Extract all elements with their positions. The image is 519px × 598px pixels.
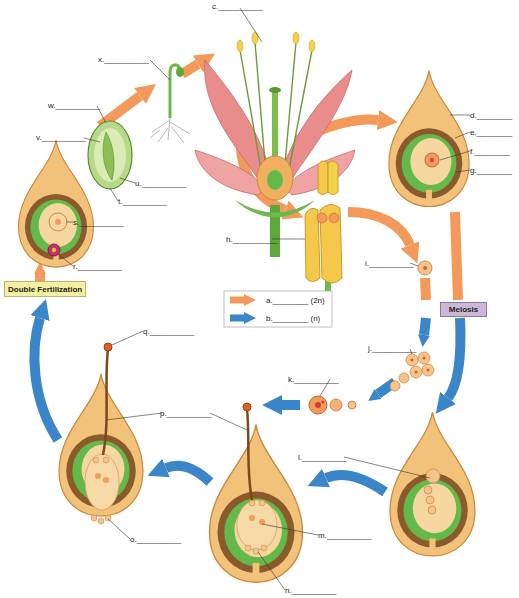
style bbox=[272, 92, 278, 162]
ovule bbox=[389, 71, 469, 207]
petal bbox=[285, 150, 355, 195]
embryo-sac bbox=[237, 500, 277, 554]
callout-letter: m.__________ bbox=[318, 531, 371, 540]
haploid-arrow bbox=[282, 400, 300, 410]
diploid-arrow bbox=[35, 274, 45, 281]
stage-label-box: Meiosis bbox=[440, 302, 487, 317]
callout-letter: h.__________ bbox=[226, 235, 277, 244]
callout-letter: f.________ bbox=[470, 147, 510, 156]
ovule bbox=[59, 374, 143, 516]
pollen-grain bbox=[104, 343, 112, 351]
callout-letter: k.__________ bbox=[288, 375, 339, 384]
ovule bbox=[210, 425, 303, 583]
pollen-tube bbox=[103, 348, 108, 455]
nucleus bbox=[55, 219, 61, 225]
callout-letter: g.________ bbox=[470, 166, 512, 175]
endosperm-nucleus bbox=[49, 213, 67, 231]
callout-letter: w.__________ bbox=[48, 101, 100, 110]
callout-letter: t.__________ bbox=[118, 197, 167, 206]
megaspore-mother-cell bbox=[425, 153, 439, 167]
nucleus bbox=[430, 158, 434, 162]
microspores bbox=[309, 261, 434, 414]
haploid-arrow bbox=[166, 466, 210, 482]
callout-letter: d.________ bbox=[470, 111, 512, 120]
legend-frame bbox=[224, 291, 332, 327]
stigma bbox=[269, 87, 281, 93]
stamens bbox=[240, 42, 312, 175]
callout-letter: o.__________ bbox=[130, 535, 181, 544]
haploid-arrow bbox=[34, 318, 58, 440]
diploid-arrow bbox=[348, 212, 410, 245]
embryo-sac bbox=[85, 454, 119, 524]
stage-label: Double Fertilization bbox=[8, 285, 82, 294]
petal bbox=[195, 150, 265, 195]
callout-letter: v.__________ bbox=[36, 133, 86, 142]
legend-arrow-sample bbox=[230, 315, 244, 322]
haploid-arrow bbox=[448, 318, 461, 398]
nucleus bbox=[52, 248, 56, 252]
stage-label: Meiosis bbox=[449, 305, 478, 314]
megaspores bbox=[424, 469, 440, 514]
haploid-arrow bbox=[424, 318, 426, 335]
callout-letter: x.__________ bbox=[98, 55, 149, 64]
ovule bbox=[390, 412, 475, 556]
callout-letter: s.__________ bbox=[73, 218, 124, 227]
seed bbox=[88, 121, 132, 189]
stamen-enlarged bbox=[305, 161, 342, 305]
leader-lines bbox=[58, 8, 470, 590]
callout-letter: i.__________ bbox=[365, 259, 414, 268]
haploid-arrow bbox=[326, 475, 385, 492]
legend-text: a.________ (2n) bbox=[266, 296, 325, 305]
diploid-arrow bbox=[425, 278, 426, 300]
callout-letter: q.__________ bbox=[143, 327, 194, 336]
ovary bbox=[257, 156, 293, 200]
callout-letter: n.__________ bbox=[285, 586, 336, 595]
callout-letter: c.__________ bbox=[212, 2, 263, 11]
pollen-grain bbox=[243, 403, 251, 411]
pollen-tube bbox=[247, 408, 252, 500]
diploid-arrow bbox=[182, 64, 198, 74]
callout-letter: u.__________ bbox=[135, 179, 186, 188]
ovule-in-ovary bbox=[267, 170, 283, 190]
callout-letter: j.__________ bbox=[368, 344, 417, 353]
callout-letter: r.__________ bbox=[73, 262, 122, 271]
seedling bbox=[150, 65, 190, 143]
legend-arrow-sample bbox=[230, 297, 244, 304]
ovule bbox=[19, 140, 94, 267]
anthers bbox=[237, 32, 315, 52]
callout-letter: p.__________ bbox=[160, 409, 211, 418]
callout-letter: e.________ bbox=[470, 128, 512, 137]
diploid-arrow bbox=[455, 212, 458, 300]
sepal bbox=[235, 200, 315, 218]
callout-letter: l.__________ bbox=[298, 453, 347, 462]
stage-label-box: Double Fertilization bbox=[4, 281, 86, 297]
legend-text: b.________ (n) bbox=[266, 314, 320, 323]
